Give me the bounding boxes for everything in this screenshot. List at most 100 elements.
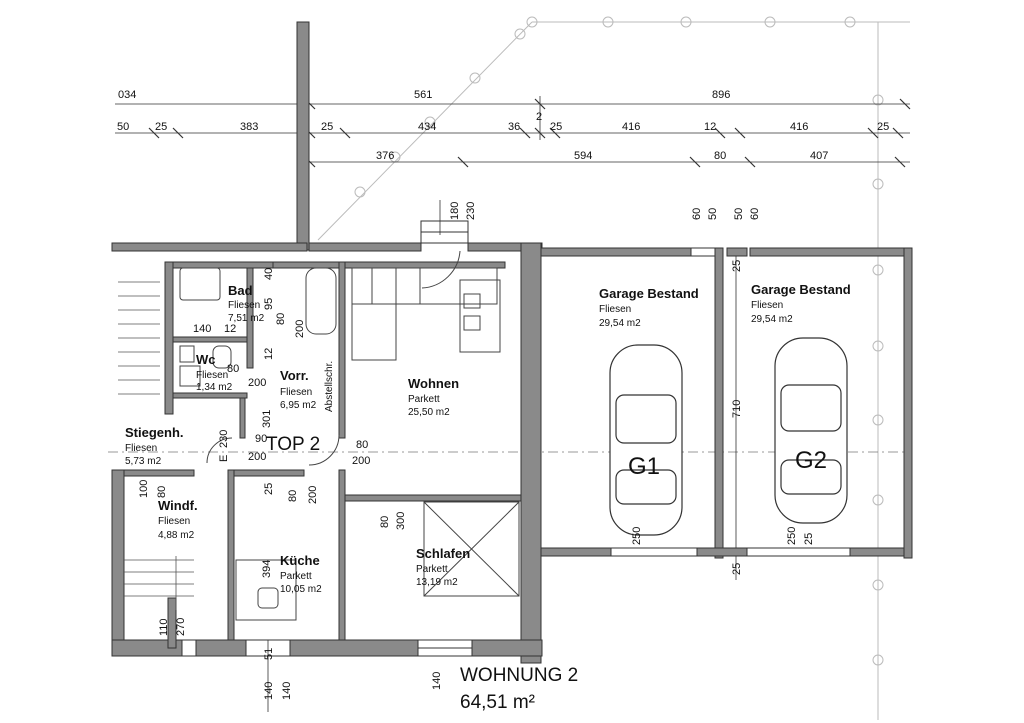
dim-label: 140	[281, 682, 293, 700]
unit-area: 64,51 m²	[460, 692, 535, 713]
room-floor: Fliesen	[196, 370, 228, 381]
unit-label: WOHNUNG 2	[460, 665, 578, 686]
dim-label: 250	[631, 527, 643, 545]
room-floor: Fliesen	[158, 516, 190, 527]
dim-label: 200	[307, 486, 319, 504]
dim-label: 50	[733, 208, 745, 220]
dimension-row-3: 376 594 80 407	[376, 150, 828, 162]
room-wohnen: Wohnen Parkett 25,50 m2	[408, 376, 459, 418]
dim-label: 80	[227, 363, 239, 375]
room-bad: Bad Fliesen 7,51 m2	[228, 283, 265, 324]
dim-label: 200	[248, 451, 266, 463]
dim-label: 140	[263, 682, 275, 700]
dim-label: 50	[117, 121, 129, 133]
room-floor: Fliesen	[599, 304, 631, 315]
dim-label: 25	[731, 563, 743, 575]
dimension-lines	[108, 96, 911, 712]
dim-label: 80	[156, 486, 168, 498]
room-floor: Parkett	[408, 394, 440, 405]
dim-label: 300	[395, 512, 407, 530]
dim-label: 034	[118, 89, 136, 101]
construction-line	[317, 16, 910, 720]
dimension-vertical: 180 230 60 50 50 60	[449, 202, 761, 220]
dim-label: 100	[138, 480, 150, 498]
room-area: 5,73 m2	[125, 456, 162, 467]
room-area: 10,05 m2	[280, 584, 322, 595]
dim-label: 376	[376, 150, 394, 162]
dim-label: 110	[158, 618, 170, 636]
dim-label: 180	[449, 202, 461, 220]
dim-label: 140	[193, 323, 211, 335]
dimension-row-1: 034 561 896	[118, 89, 730, 101]
car-icon	[774, 337, 848, 524]
dim-label: 50	[707, 208, 719, 220]
top-label: TOP 2	[266, 434, 320, 455]
dim-label: 270	[175, 618, 187, 636]
dim-label: 25	[155, 121, 167, 133]
dim-label: 12	[224, 323, 236, 335]
room-area: 25,50 m2	[408, 407, 450, 418]
dim-label: 407	[810, 150, 828, 162]
dim-label: 561	[414, 89, 432, 101]
room-windf: Windf. Fliesen 4,88 m2	[158, 498, 198, 541]
dimension-row-2: 50 25 383 25 434 36 2 25 416 12 416 25	[117, 111, 889, 133]
dim-label: 2	[536, 111, 542, 123]
room-floor: Fliesen	[125, 443, 157, 454]
dimension-inner: 40 95 80 200 140 12 80 12 200 301 E 230 …	[138, 260, 815, 700]
windows	[181, 220, 851, 657]
dim-label: 25	[550, 121, 562, 133]
dim-label: 80	[714, 150, 726, 162]
dim-label: 25	[877, 121, 889, 133]
room-floor: Parkett	[416, 564, 448, 575]
dim-label: E	[218, 455, 230, 462]
dim-label: 383	[240, 121, 258, 133]
dim-label: 40	[263, 268, 275, 280]
dim-label: 140	[431, 672, 443, 690]
dim-label: 394	[261, 560, 273, 578]
fixtures	[179, 250, 520, 621]
dim-label: 200	[294, 320, 306, 338]
dim-label: 416	[790, 121, 808, 133]
dim-label: 250	[786, 527, 798, 545]
room-kueche: Küche Parkett 10,05 m2	[280, 553, 322, 595]
room-area: 29,54 m2	[599, 318, 641, 329]
room-floor: Fliesen	[228, 300, 260, 311]
dim-label: 60	[749, 208, 761, 220]
garage-tag: G1	[628, 453, 660, 480]
room-area: 1,34 m2	[196, 382, 233, 393]
dim-label: 36	[508, 121, 520, 133]
dim-label: 25	[731, 260, 743, 272]
room-stiegenh: Stiegenh. Fliesen 5,73 m2	[125, 425, 184, 467]
room-garage-2: Garage Bestand Fliesen 29,54 m2 G2	[751, 282, 851, 474]
stairs	[118, 281, 194, 610]
room-area: 13,19 m2	[416, 577, 458, 588]
dim-label: 80	[379, 516, 391, 528]
room-floor: Fliesen	[751, 300, 783, 311]
dim-label: 12	[263, 348, 275, 360]
walls	[111, 21, 913, 664]
room-name: Wohnen	[408, 376, 459, 391]
dim-label: 25	[321, 121, 333, 133]
dim-label: 12	[704, 121, 716, 133]
dim-label: 230	[218, 430, 230, 448]
dim-label: 896	[712, 89, 730, 101]
garage-tag: G2	[795, 447, 827, 474]
room-schlafen: Schlafen Parkett 13,19 m2	[416, 546, 470, 588]
dim-label: 710	[731, 400, 743, 418]
dim-label: 80	[356, 439, 368, 451]
dim-label: 200	[352, 455, 370, 467]
room-wc: Wc Fliesen 1,34 m2	[196, 352, 233, 393]
room-name: Garage Bestand	[599, 286, 699, 301]
dim-label: 80	[287, 490, 299, 502]
room-name: Küche	[280, 553, 320, 568]
dim-label: 230	[465, 202, 477, 220]
dim-label: 594	[574, 150, 592, 162]
room-floor: Fliesen	[280, 387, 312, 398]
dim-label: 25	[263, 483, 275, 495]
room-garage-1: Garage Bestand Fliesen 29,54 m2 G1	[599, 286, 699, 480]
room-name: Wc	[196, 352, 216, 367]
dim-label: 416	[622, 121, 640, 133]
car-icon	[609, 344, 683, 536]
dim-label: 434	[418, 121, 436, 133]
